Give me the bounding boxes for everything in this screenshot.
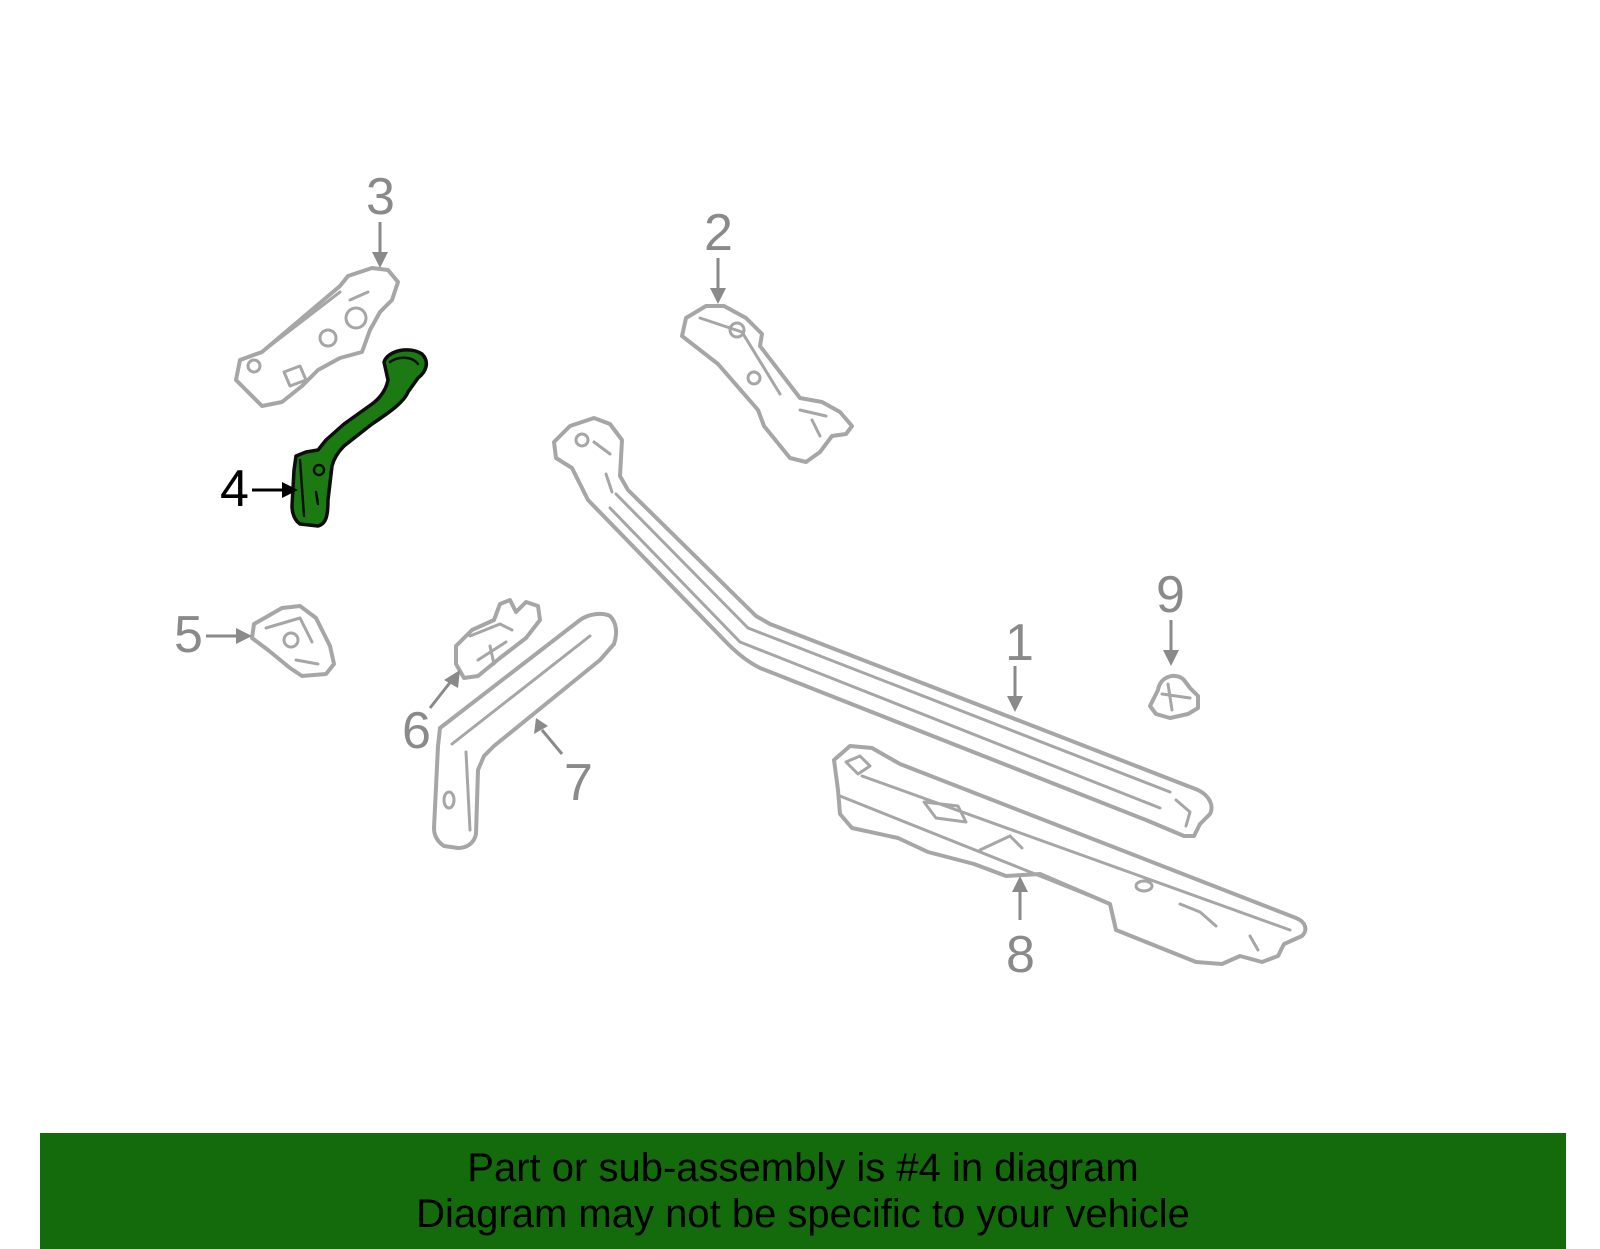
svg-text:3: 3 — [366, 168, 395, 226]
svg-text:1: 1 — [1005, 614, 1034, 672]
part-4-bracket-highlighted[interactable] — [290, 348, 429, 528]
part-1-rail[interactable] — [552, 416, 1214, 838]
part-3-bracket[interactable] — [234, 266, 400, 408]
callout-7: 7 — [534, 718, 593, 812]
svg-text:8: 8 — [1006, 926, 1035, 984]
svg-text:9: 9 — [1156, 566, 1185, 624]
banner-line-disclaimer: Diagram may not be specific to your vehi… — [416, 1192, 1190, 1236]
callout-6: 6 — [402, 670, 460, 760]
callout-9: 9 — [1156, 566, 1185, 666]
svg-text:5: 5 — [174, 606, 203, 664]
part-9-push-clip[interactable] — [1148, 673, 1200, 720]
callout-2: 2 — [704, 204, 733, 304]
svg-text:7: 7 — [564, 754, 593, 812]
part-6-clamp[interactable] — [454, 598, 542, 680]
parts-diagram: 1 2 3 4 5 6 7 8 9 — [174, 168, 1308, 984]
callout-8: 8 — [1006, 876, 1035, 984]
info-banner: Part or sub-assembly is #4 in diagram Di… — [40, 1133, 1566, 1249]
banner-line-part-number: Part or sub-assembly is #4 in diagram — [467, 1146, 1139, 1190]
svg-text:2: 2 — [704, 204, 733, 262]
callout-5: 5 — [174, 606, 252, 664]
svg-text:4: 4 — [220, 460, 249, 518]
part-5-clip[interactable] — [250, 604, 336, 678]
callout-1: 1 — [1005, 614, 1034, 712]
callout-4: 4 — [220, 460, 298, 518]
callout-3: 3 — [366, 168, 395, 268]
part-8-rail[interactable] — [832, 744, 1308, 966]
svg-text:6: 6 — [402, 702, 431, 760]
part-7-bar[interactable] — [432, 611, 619, 850]
part-2-bracket[interactable] — [680, 304, 854, 464]
